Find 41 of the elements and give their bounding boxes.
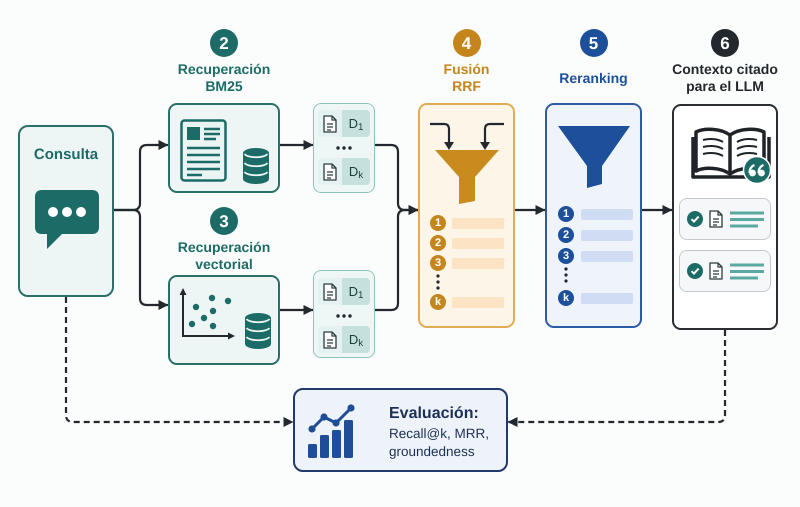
rank-number-badge: k xyxy=(558,290,574,306)
rank-number-badge: 1 xyxy=(430,215,446,231)
step-number-badge: 2 xyxy=(210,29,238,57)
arrow xyxy=(280,140,314,150)
document-label: D$_{k}$ xyxy=(348,162,364,182)
result-row xyxy=(318,326,370,353)
step-title: Recuperación vectorial xyxy=(176,239,272,273)
arrow xyxy=(642,205,672,215)
result-row xyxy=(318,278,370,305)
document-label: D$_{1}$ xyxy=(348,114,364,134)
evaluation-box xyxy=(293,388,508,472)
step-number-badge: 4 xyxy=(452,29,480,57)
result-row xyxy=(318,158,370,185)
dashed-arrow xyxy=(64,297,294,427)
step-title: Fusión RRF xyxy=(442,61,490,95)
result-list-panel xyxy=(313,103,375,193)
arrow xyxy=(375,205,418,312)
arrow xyxy=(515,205,546,215)
result-row xyxy=(318,110,370,137)
rank-number-badge: 2 xyxy=(430,235,446,251)
dashed-arrow xyxy=(508,330,726,427)
document-label: D$_{1}$ xyxy=(348,282,364,302)
rank-number-badge: 2 xyxy=(558,227,574,243)
step-number-badge: 3 xyxy=(210,207,238,235)
result-list-panel xyxy=(313,270,375,358)
step-number-badge: 5 xyxy=(580,29,608,57)
node-title: Consulta xyxy=(34,145,98,165)
rank-number-badge: k xyxy=(430,294,446,310)
rank-number-badge: 1 xyxy=(558,206,574,222)
step-title: Recuperación BM25 xyxy=(176,61,272,95)
evaluation-title: Evaluación: xyxy=(389,404,479,424)
arrow xyxy=(280,305,314,315)
rank-number-badge: 3 xyxy=(430,255,446,271)
evaluation-metrics: Recall@k, MRR, groundedness xyxy=(389,425,490,461)
step-number-badge: 6 xyxy=(711,29,739,57)
query-box xyxy=(18,125,114,297)
step-title: Reranking xyxy=(559,70,628,86)
step-title: Contexto citado para el LLM xyxy=(671,61,779,95)
rank-number-badge: 3 xyxy=(558,248,574,264)
document-label: D$_{k}$ xyxy=(348,330,364,350)
arrow xyxy=(114,208,168,310)
